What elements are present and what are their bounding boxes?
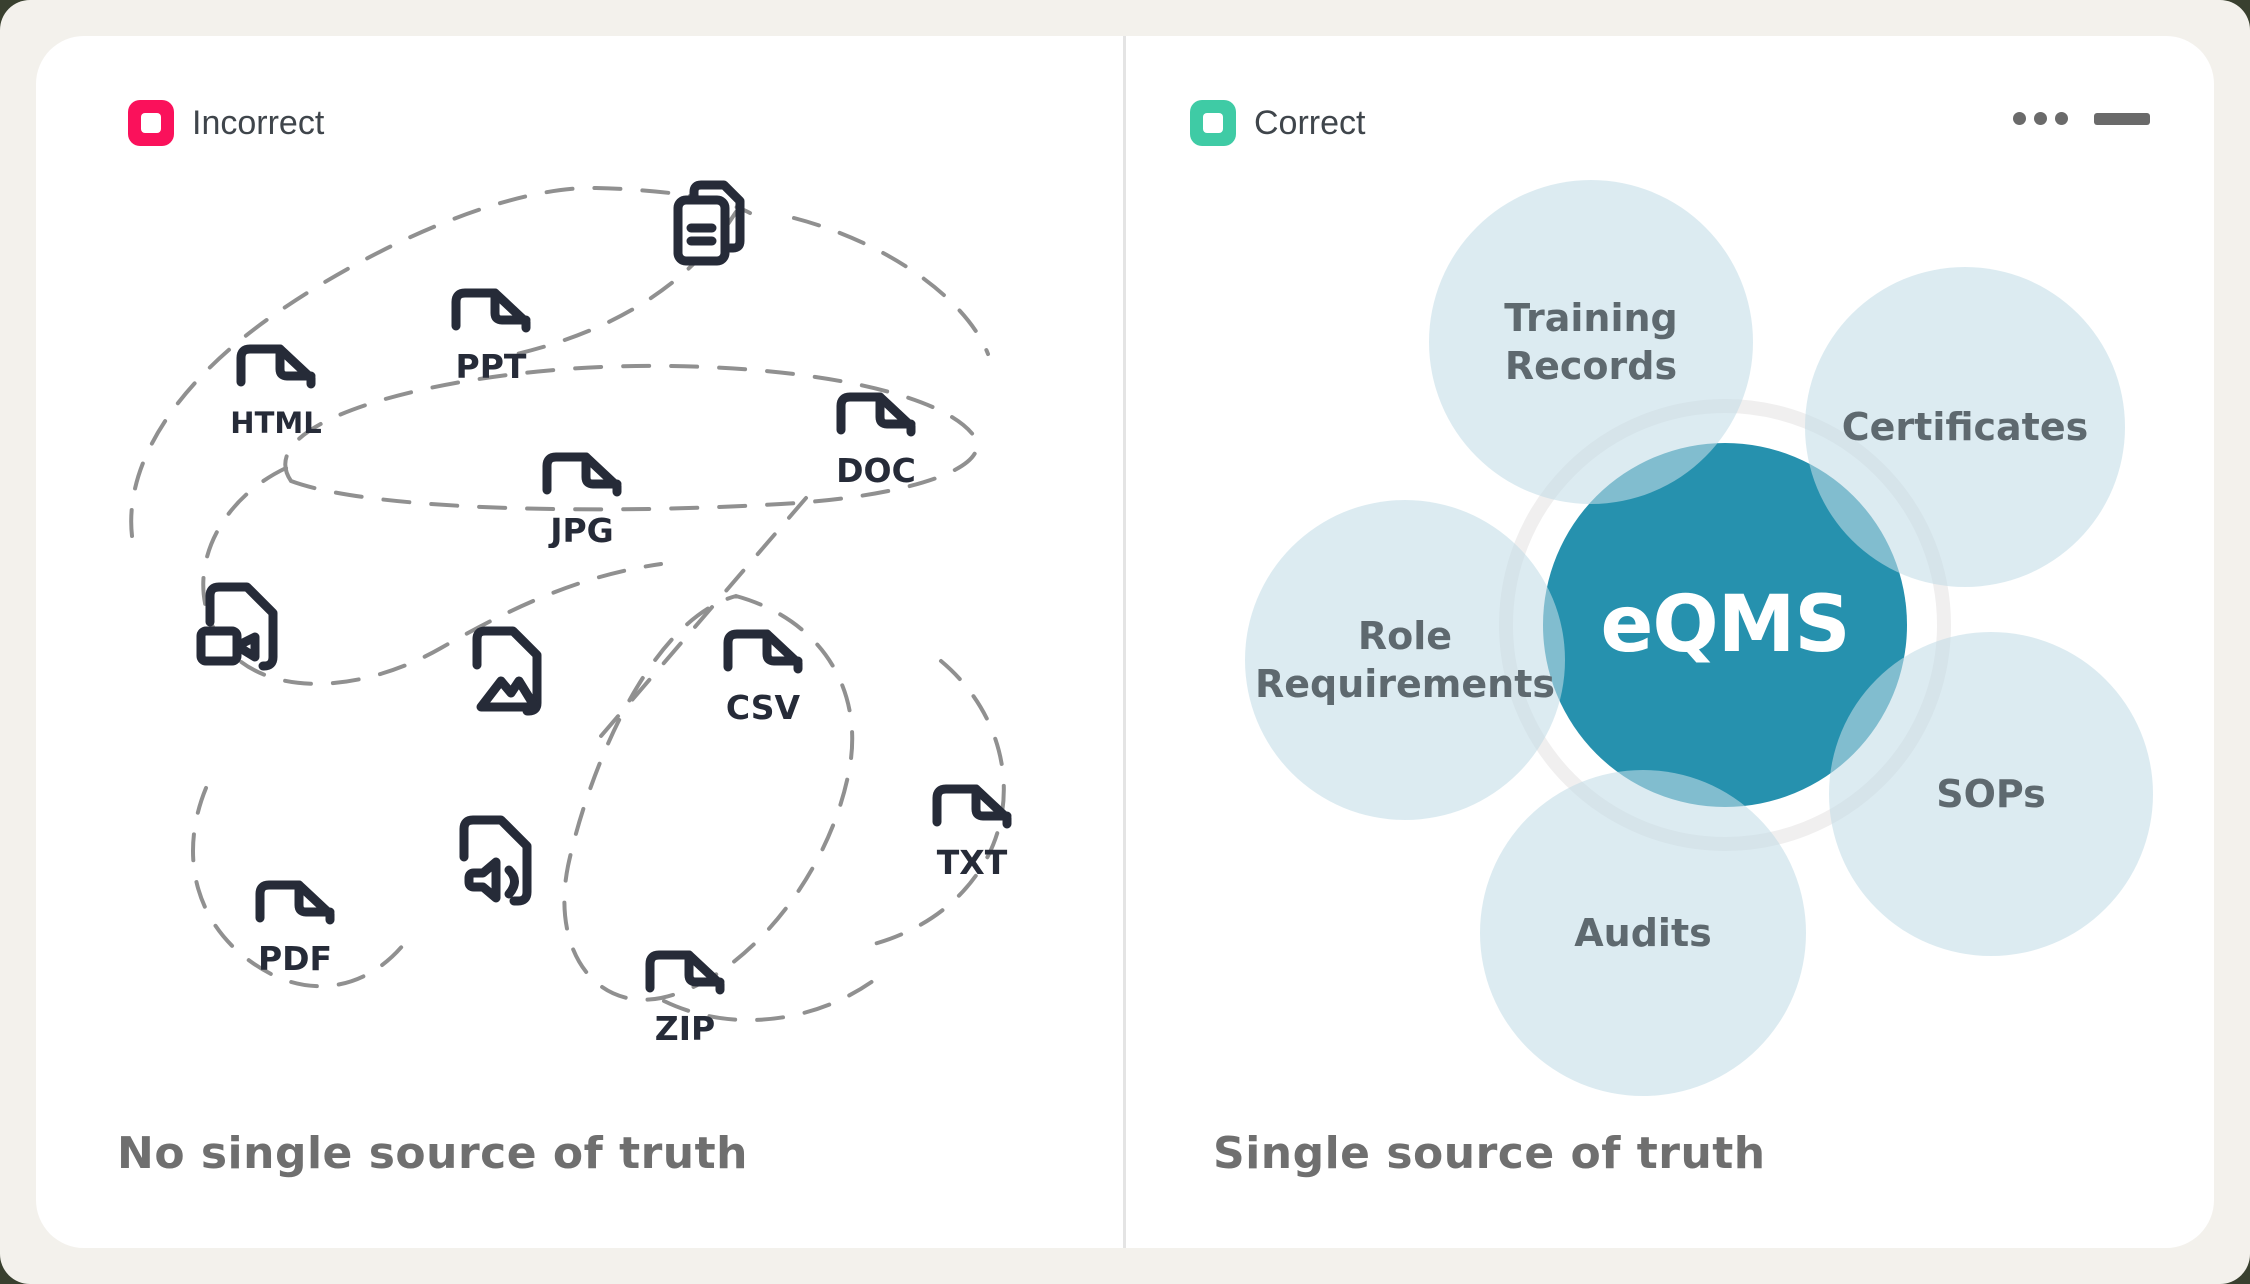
legend-correct-label: Correct bbox=[1254, 103, 1366, 142]
document-copies-icon bbox=[673, 180, 745, 266]
satellite-circle-certificates: Certificates bbox=[1805, 267, 2125, 587]
file-icon-html: HTML bbox=[230, 344, 322, 440]
ellipsis-dot bbox=[2034, 112, 2047, 125]
panel-divider bbox=[1123, 36, 1126, 1248]
satellite-label: Requirements bbox=[1254, 662, 1556, 706]
dash-icon[interactable] bbox=[2094, 112, 2150, 125]
file-label-ppt: PPT bbox=[456, 347, 527, 384]
ellipsis-dot bbox=[2055, 112, 2068, 125]
file-label-doc: DOC bbox=[836, 451, 916, 488]
scribble-path bbox=[506, 210, 738, 358]
satellite-circle-audits: Audits bbox=[1480, 770, 1806, 1096]
satellite-label: Records bbox=[1504, 344, 1678, 388]
file-icon-zip: ZIP bbox=[645, 950, 725, 1046]
satellite-label: Audits bbox=[1574, 911, 1712, 955]
scribble-path bbox=[201, 466, 663, 686]
ellipsis-dot bbox=[2013, 112, 2026, 125]
file-label-txt: TXT bbox=[937, 843, 1008, 880]
scatter-lines bbox=[129, 185, 1006, 1023]
file-icon-csv: CSV bbox=[723, 629, 803, 725]
comparison-card: Incorrect bbox=[36, 36, 2214, 1248]
right-caption: Single source of truth bbox=[1213, 1128, 1766, 1179]
audio-file-icon bbox=[459, 815, 532, 906]
file-icon-pdf: PDF bbox=[255, 880, 335, 976]
satellite-circle-sops: SOPs bbox=[1829, 632, 2153, 956]
correct-marker-icon bbox=[1190, 100, 1236, 146]
legend-incorrect-label: Incorrect bbox=[192, 103, 325, 142]
video-file-icon bbox=[196, 582, 278, 671]
satellite-label: Role bbox=[1357, 614, 1453, 658]
scribble-path bbox=[562, 593, 855, 1002]
file-icon-jpg: JPG bbox=[542, 452, 622, 548]
scribble-path bbox=[872, 659, 1006, 946]
marker-inner-square bbox=[141, 113, 161, 133]
file-label-zip: ZIP bbox=[655, 1009, 715, 1046]
file-icon-ppt: PPT bbox=[451, 288, 531, 384]
scribble-path bbox=[599, 496, 808, 738]
satellite-circle-training-records: Training Records bbox=[1429, 180, 1753, 504]
file-label-html: HTML bbox=[230, 406, 321, 440]
window-controls bbox=[2013, 112, 2150, 125]
file-label-csv: CSV bbox=[726, 688, 801, 725]
marker-inner-square bbox=[1203, 113, 1223, 133]
file-label-pdf: PDF bbox=[258, 939, 332, 976]
satellite-label: Certificates bbox=[1841, 405, 2089, 449]
image-file-icon bbox=[472, 626, 542, 716]
scribble-path bbox=[662, 969, 888, 1023]
incorrect-marker-icon bbox=[128, 100, 174, 146]
satellite-label: Training bbox=[1504, 296, 1678, 340]
scribble-path bbox=[191, 786, 406, 989]
satellite-circle-role-requirements: Role Requirements bbox=[1245, 500, 1565, 820]
scribble-path bbox=[283, 363, 979, 512]
file-icon-txt: TXT bbox=[932, 784, 1012, 880]
legend-correct: Correct bbox=[1190, 100, 1365, 146]
satellite-label: SOPs bbox=[1936, 772, 2046, 816]
scribble-path bbox=[792, 216, 990, 356]
ellipsis-icon[interactable] bbox=[2013, 112, 2068, 125]
left-caption: No single source of truth bbox=[117, 1128, 748, 1179]
scribble-path bbox=[129, 185, 752, 538]
legend-incorrect: Incorrect bbox=[128, 100, 324, 146]
file-label-jpg: JPG bbox=[548, 511, 614, 548]
file-icon-doc: DOC bbox=[836, 392, 916, 488]
